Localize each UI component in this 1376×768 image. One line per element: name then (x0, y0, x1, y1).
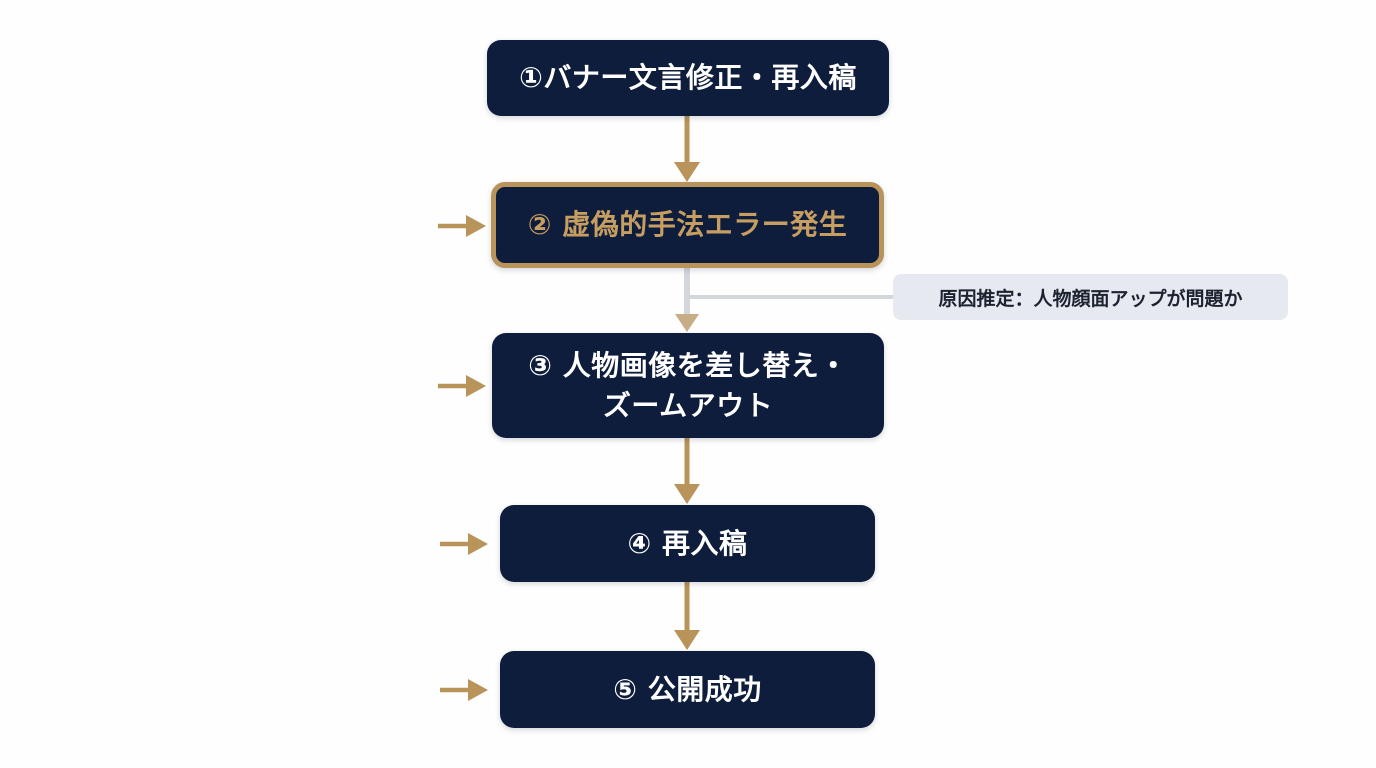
arrow-right-icon (440, 679, 488, 701)
arrow-down-icon (674, 116, 700, 182)
arrow-right-icon (440, 533, 488, 555)
step-3-box: ③ 人物画像を差し替え・ ズームアウト (492, 333, 884, 438)
arrow-down-icon (674, 582, 700, 650)
arrow-right-icon (438, 375, 486, 397)
step-5-box: ⑤ 公開成功 (500, 651, 875, 728)
arrow-down-icon (675, 268, 699, 332)
step-2-box: ② 虚偽的手法エラー発生 (491, 182, 884, 268)
arrow-right-icon (438, 215, 486, 237)
arrow-down-icon (674, 438, 700, 504)
step-1-box: ①バナー文言修正・再入稿 (487, 40, 889, 116)
cause-note: 原因推定：人物顔面アップが問題か (893, 274, 1288, 320)
step-4-box: ④ 再入稿 (500, 505, 875, 582)
